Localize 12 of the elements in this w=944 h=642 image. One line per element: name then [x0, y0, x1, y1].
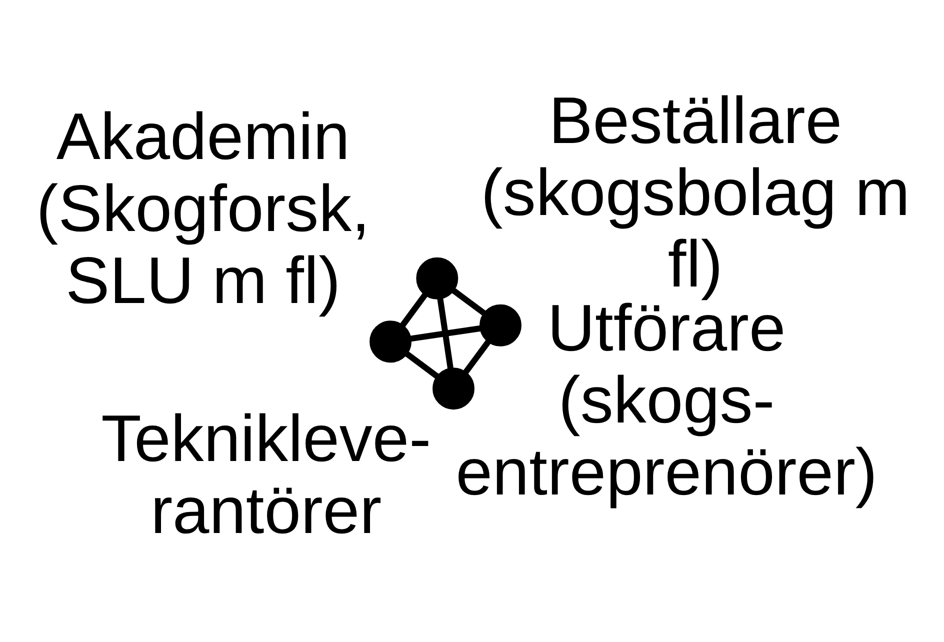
node-circle	[416, 257, 458, 300]
node-circle	[432, 368, 474, 410]
node-circle	[479, 304, 521, 346]
connector	[450, 288, 486, 316]
connector	[462, 340, 491, 375]
node-label: Akademin (Skogforsk, SLU m fl)	[36, 99, 370, 317]
connector	[404, 351, 440, 380]
connector	[410, 325, 480, 342]
node-circle	[369, 320, 412, 363]
node-label: Teknikleve- rantörer	[100, 400, 431, 547]
connector	[436, 298, 453, 369]
connector	[399, 292, 428, 328]
